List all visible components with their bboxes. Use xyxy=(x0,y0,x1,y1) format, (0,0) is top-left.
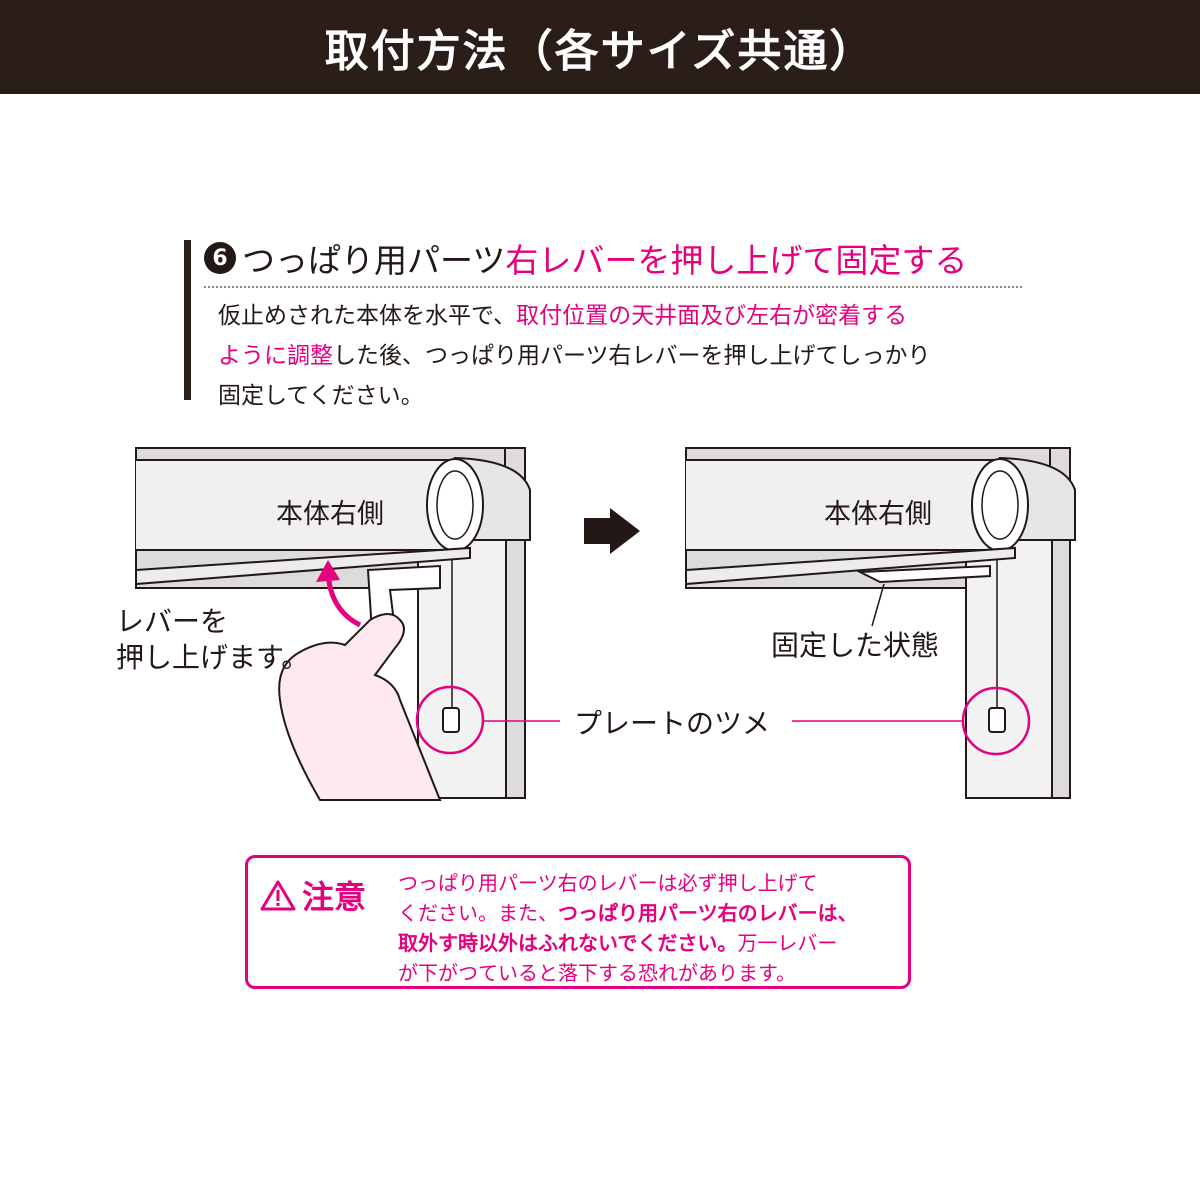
step-heading: 6 つっぱり用パーツ 右レバーを押し上げて固定する xyxy=(204,236,1024,280)
left-illustration xyxy=(135,447,531,801)
step-heading-black: つっぱり用パーツ xyxy=(242,241,506,280)
step-number: 6 xyxy=(204,242,236,274)
page-header: 取付方法（各サイズ共通） xyxy=(0,0,1200,94)
step-line-2-pink: ように調整 xyxy=(218,343,333,369)
installation-figure: 本体右側 本体右側 レバーを 押し上げます。 固定した状態 プレートのツメ xyxy=(0,420,1200,820)
lever-note: レバーを 押し上げます。 xyxy=(116,604,309,676)
left-push-arrowhead xyxy=(316,560,340,582)
installation-illustration xyxy=(135,447,1076,801)
caution-box: 注意 つっぱり用パーツ右のレバーは必ず押し上げて ください。また、つっぱり用パー… xyxy=(245,855,911,989)
caution-line-1: つっぱり用パーツ右のレバーは必ず押し上げて xyxy=(398,871,818,895)
lever-note-line-2: 押し上げます。 xyxy=(116,641,310,674)
caution-title-text: 注意 xyxy=(302,878,367,916)
fixed-state-label: 固定した状態 xyxy=(771,629,940,662)
right-plate-tab xyxy=(988,707,1006,733)
caution-line-3-normal: 万一レバー xyxy=(737,931,838,955)
caution-line-4: が下がつていると落下する恐れがあります。 xyxy=(398,961,796,985)
right-body-label: 本体右側 xyxy=(824,499,932,530)
step-accent-bar xyxy=(184,240,191,400)
step-heading-pink: 右レバーを押し上げて固定する xyxy=(505,241,968,280)
left-roller-end-inner xyxy=(436,470,474,540)
left-plate-circle xyxy=(415,685,485,755)
caution-line-2-normal: ください。また、 xyxy=(398,901,558,925)
step-line-3: 固定してください。 xyxy=(218,376,1038,416)
step-line-1-pink: 取付位置の天井面及び左右が密着する xyxy=(516,303,908,329)
plate-label: プレートのツメ xyxy=(574,707,771,740)
left-body-label: 本体右側 xyxy=(276,499,384,530)
lever-note-line-1: レバーを xyxy=(116,605,229,638)
step-line-2: ように調整した後、つっぱり用パーツ右レバーを押し上げてしっかり xyxy=(218,336,1038,376)
right-lever-fixed xyxy=(856,564,991,584)
right-frame-inner xyxy=(965,539,1053,799)
step-line-3-black: 固定してください。 xyxy=(218,383,424,409)
right-roller-tube xyxy=(686,460,1006,550)
step-line-1: 仮止めされた本体を水平で、取付位置の天井面及び左右が密着する xyxy=(218,296,1038,336)
fixed-state-pointer xyxy=(871,583,885,627)
right-roller-end-inner xyxy=(981,470,1019,540)
step-description: 仮止めされた本体を水平で、取付位置の天井面及び左右が密着する ように調整した後、… xyxy=(218,296,1038,416)
left-roller-tube xyxy=(136,460,460,550)
right-plate-circle xyxy=(961,686,1031,756)
caution-line-2-bold: つっぱり用パーツ右のレバーは、 xyxy=(558,901,858,925)
left-plate-tab xyxy=(442,707,460,733)
right-roller-end xyxy=(971,458,1029,552)
caution-text: つっぱり用パーツ右のレバーは必ず押し上げて ください。また、つっぱり用パーツ右の… xyxy=(398,868,908,988)
hand-icon xyxy=(278,613,442,801)
right-illustration xyxy=(685,447,1076,799)
page-title: 取付方法（各サイズ共通） xyxy=(324,26,876,77)
warning-icon xyxy=(260,880,296,911)
dotted-divider xyxy=(204,286,1022,288)
caution-line-2: ください。また、つっぱり用パーツ右のレバーは、 xyxy=(398,898,908,928)
step-line-2-black: した後、つっぱり用パーツ右レバーを押し上げてしっかり xyxy=(333,343,931,369)
caution-line-3: 取外す時以外はふれないでください。万一レバー xyxy=(398,928,908,958)
right-bottom-rail xyxy=(685,546,1016,586)
caution-title: 注意 xyxy=(260,872,366,918)
left-bottom-rail xyxy=(135,546,471,586)
next-arrow-icon xyxy=(584,508,640,554)
caution-line-3-bold: 取外す時以外はふれないでください。 xyxy=(398,931,738,955)
left-roller-end xyxy=(426,458,484,552)
step-line-1-black: 仮止めされた本体を水平で、 xyxy=(218,303,517,329)
